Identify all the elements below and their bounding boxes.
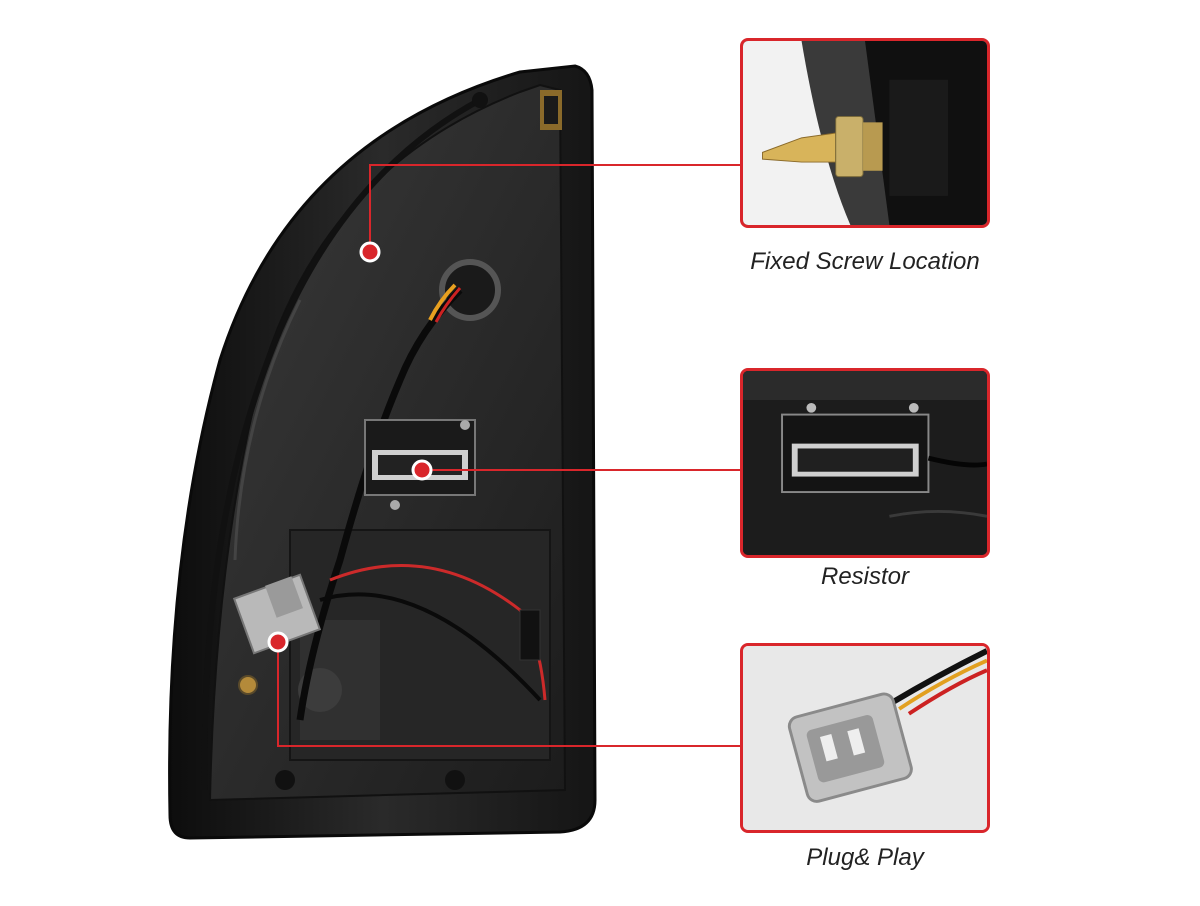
- red-dot-marker-icon: [359, 241, 381, 263]
- resistor-detail-image: [740, 368, 990, 558]
- red-dot-marker-icon: [411, 459, 433, 481]
- screw-detail-image: [740, 38, 990, 228]
- plug-caption: Plug& Play: [806, 844, 924, 871]
- screw-caption: Fixed Screw Location: [750, 248, 980, 275]
- plug-detail-image: [740, 643, 990, 833]
- red-dot-marker-icon: [267, 631, 289, 653]
- resistor-caption: Resistor: [820, 563, 910, 590]
- plug-callout-line: [277, 642, 740, 747]
- screw-callout-line: [369, 164, 740, 252]
